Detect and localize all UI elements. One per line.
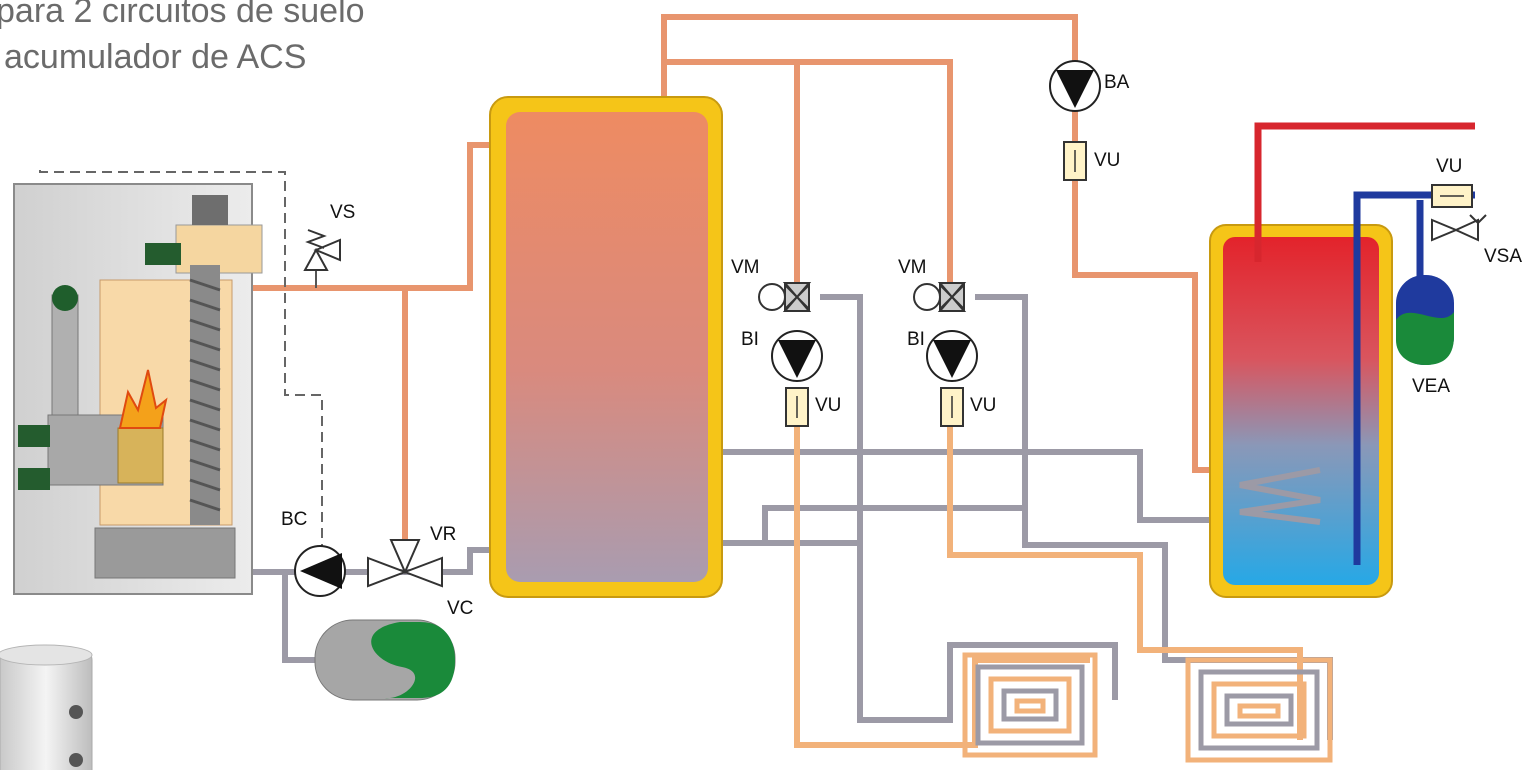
label-vu-2: VU — [970, 395, 996, 416]
label-vr: VR — [430, 524, 456, 545]
biomass-boiler — [13, 170, 323, 595]
safety-valve-vsa — [1431, 214, 1487, 242]
cylinder-product-image — [0, 644, 93, 770]
label-vs: VS — [330, 202, 355, 223]
expansion-vessel-vc — [314, 619, 456, 701]
hot-supply-pipes — [235, 14, 1320, 545]
label-vm-2: VM — [898, 257, 927, 278]
title-line-2: acumulador de ACS — [4, 38, 306, 76]
label-vu-acs: VU — [1436, 156, 1462, 177]
flame-icon — [118, 369, 168, 429]
expansion-vessel-vea — [1396, 275, 1454, 365]
label-vea: VEA — [1412, 376, 1450, 397]
label-vu-top: VU — [1094, 150, 1120, 171]
label-bi-1: BI — [741, 329, 759, 350]
title-line-1: para 2 circuitos de suelo — [0, 0, 365, 30]
pump-bi-2 — [926, 330, 978, 382]
check-valve-vu-2 — [940, 387, 964, 427]
label-vm-1: VM — [731, 257, 760, 278]
label-vsa: VSA — [1484, 246, 1522, 267]
control-wire — [39, 170, 323, 550]
buffer-tank — [489, 96, 723, 598]
label-vu-1: VU — [815, 395, 841, 416]
label-bi-2: BI — [907, 329, 925, 350]
auger-screw — [189, 265, 221, 525]
check-valve-vu-1 — [785, 387, 809, 427]
pump-ba — [1049, 60, 1101, 112]
underfloor-coil-2 — [1185, 657, 1333, 763]
check-valve-vu-top — [1063, 141, 1087, 181]
three-way-valve-vr — [367, 539, 443, 588]
dhw-coil — [1239, 467, 1321, 525]
label-ba: BA — [1104, 72, 1130, 93]
label-bc: BC — [281, 509, 307, 530]
floor-circuit-pipes — [794, 420, 1303, 748]
pump-bc — [294, 545, 346, 597]
pump-bi-1 — [771, 330, 823, 382]
mixing-valve-vm-2 — [913, 282, 967, 312]
label-vc: VC — [447, 598, 473, 619]
dhw-tank — [1209, 126, 1393, 598]
mixing-valve-vm-1 — [758, 282, 812, 312]
underfloor-coil-1 — [962, 652, 1098, 758]
safety-valve-vs — [303, 229, 341, 288]
check-valve-vu-acs — [1431, 184, 1473, 208]
